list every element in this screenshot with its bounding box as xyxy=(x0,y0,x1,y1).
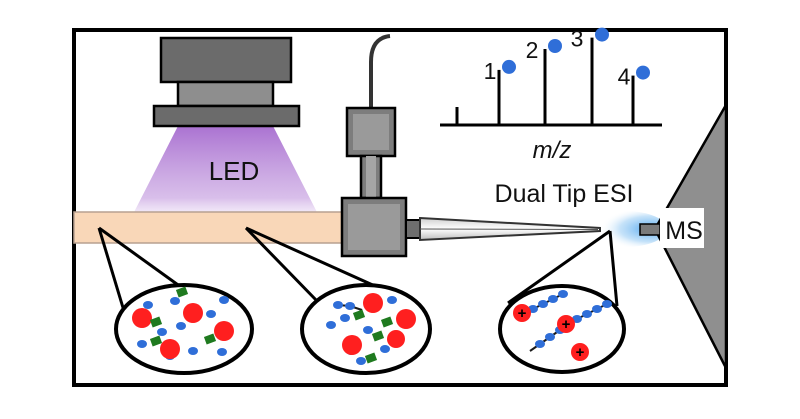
dual-tip-esi-label: Dual Tip ESI xyxy=(495,180,634,208)
tag-molecule xyxy=(352,309,366,321)
mass-spectrum: 1 2 3 4 xyxy=(440,26,662,127)
tag-molecule xyxy=(203,333,217,345)
tag-molecule xyxy=(380,316,394,328)
capillary xyxy=(73,211,347,244)
led-lamp xyxy=(152,36,301,128)
analyte-molecule xyxy=(356,357,366,365)
reagent-particle xyxy=(571,343,589,361)
analyte-molecule xyxy=(176,322,186,330)
peak-label: 3 xyxy=(571,26,584,52)
analyte-molecule xyxy=(340,314,350,322)
fiber-cable xyxy=(369,34,391,108)
analyte-molecule xyxy=(545,333,555,341)
mz-axis-label: m/z xyxy=(533,137,572,164)
reagent-particle xyxy=(396,309,416,329)
analyte-molecule xyxy=(333,301,343,309)
led-label: LED xyxy=(209,156,260,186)
analyte-molecule xyxy=(217,348,227,356)
led-light-cone xyxy=(129,126,322,222)
reagent-particle xyxy=(557,315,575,333)
tag-molecule xyxy=(371,330,385,342)
analyte-molecule xyxy=(326,321,336,329)
analyte-molecule xyxy=(157,328,167,336)
positive-charge-symbol: + xyxy=(518,305,527,322)
reagent-particle xyxy=(214,321,234,341)
reagent-particle xyxy=(132,308,152,328)
analyte-molecule xyxy=(219,296,229,304)
analyte-molecule xyxy=(582,310,592,318)
peak-ion-marker xyxy=(636,65,650,80)
analyte-molecule xyxy=(188,347,198,355)
inset-particles: + + + xyxy=(132,286,612,365)
reagent-particle xyxy=(513,304,531,322)
analyte-molecule xyxy=(602,300,612,308)
analyte-molecule xyxy=(380,345,390,353)
analyte-molecule xyxy=(363,326,373,334)
analyte-molecule xyxy=(535,340,545,348)
peak-ion-marker xyxy=(548,39,562,53)
peak-ion-marker xyxy=(595,27,609,42)
tag-molecule xyxy=(175,286,189,298)
peak-label: 4 xyxy=(618,64,631,90)
electrospray-plume xyxy=(583,211,667,247)
ms-label: MS xyxy=(665,217,703,245)
analyte-molecule xyxy=(170,297,180,305)
analyte-molecule xyxy=(387,296,397,304)
reagent-particle xyxy=(160,339,180,359)
tag-molecule xyxy=(364,352,378,364)
analyte-molecule xyxy=(137,340,147,348)
peak-label: 2 xyxy=(526,37,539,63)
reagent-particle xyxy=(363,293,383,313)
tag-molecule xyxy=(149,316,163,328)
analyte-molecule xyxy=(345,302,355,310)
peak-label: 1 xyxy=(484,58,497,84)
peak-ion-marker xyxy=(502,59,516,74)
analyte-molecule xyxy=(558,290,568,298)
analyte-molecule xyxy=(538,300,548,308)
analyte-molecule xyxy=(572,315,582,323)
reagent-particle xyxy=(342,335,362,355)
tag-molecule xyxy=(149,335,163,347)
reagent-particle xyxy=(387,330,405,348)
positive-charge-symbol: + xyxy=(576,344,585,361)
analyte-molecule xyxy=(592,305,602,313)
analyte-molecule xyxy=(143,301,153,309)
fitting-assembly xyxy=(340,106,421,258)
reagent-particle xyxy=(183,303,203,323)
positive-charge-symbol: + xyxy=(562,316,571,333)
analyte-molecule xyxy=(548,295,558,303)
analyte-molecule xyxy=(206,310,216,318)
